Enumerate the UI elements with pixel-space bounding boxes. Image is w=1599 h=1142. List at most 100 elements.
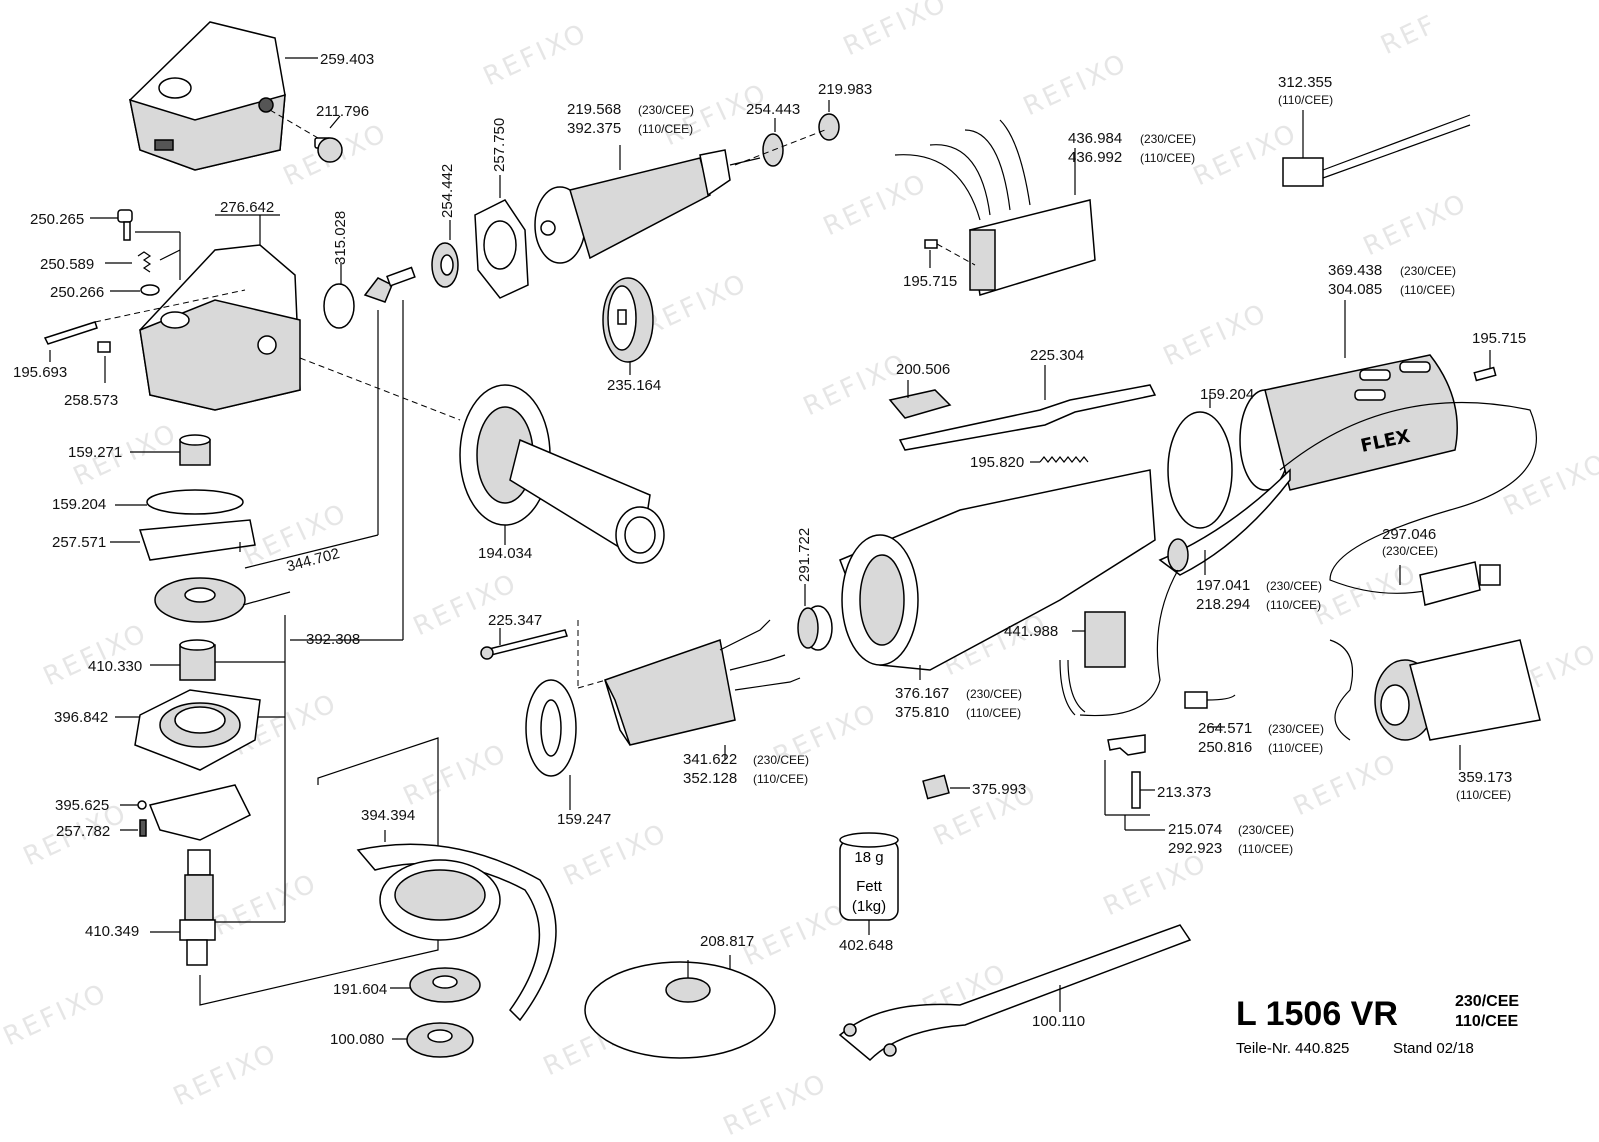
screw-195715-b [1473,350,1497,382]
part-label: 159.247 [557,811,612,828]
screw-195715-a [924,239,976,268]
part-label: 211.796 [316,103,370,120]
part-label: 213.373 [1157,784,1212,801]
part-variant: (230/CEE) [638,103,695,117]
mains-cable-plug [1279,401,1538,606]
bearing-254443 [762,118,784,167]
revision-date: Stand 02/18 [1393,1040,1474,1057]
part-variant: (110/CEE) [753,772,809,786]
part-label: 159.271 [68,444,123,461]
washer-159247 [525,679,577,810]
grease-name-box: Fett (1kg) [837,877,901,917]
part-label: 219.568 [567,101,622,118]
fan-235164 [602,277,654,375]
part-label: 292.923 [1168,840,1223,857]
part-label: 352.128 [683,770,738,787]
part-label: 250.589 [40,256,95,273]
suppressor [1184,691,1236,728]
part-label: 392.308 [306,631,361,648]
grease-label: 18 g [837,848,901,868]
part-label: 257.571 [52,534,107,551]
screw-225347 [480,620,607,689]
part-variant: (230/CEE) [753,753,810,767]
part-label: 341.622 [683,751,738,768]
part-label: 194.034 [478,545,533,562]
lock-button-parts [90,209,246,323]
side-handle [299,357,665,564]
part-label: 197.041 [1196,577,1251,594]
part-variant: (110/CEE) [1238,842,1294,856]
part-label: 257.750 [491,117,508,172]
part-label: 436.984 [1068,130,1123,147]
parts-number: Teile-Nr. 440.825 [1236,1040,1350,1057]
part-label: 369.438 [1328,262,1383,279]
pinion-shaft [244,266,416,641]
gear-housing [139,214,301,411]
switch-441988 [1059,611,1126,716]
part-label: 250.816 [1198,739,1253,756]
part-label: 276.642 [220,199,275,216]
spindle [150,849,216,966]
part-label: 376.167 [895,685,950,702]
part-variant: (110/CEE) [1278,93,1334,107]
part-label: 291.722 [796,527,813,582]
part-label: 100.080 [330,1031,385,1048]
grease-amount: 18 g [854,849,884,866]
bracket-line [199,737,439,1006]
part-variant: (230/CEE) [1140,132,1197,146]
variant-110: 110/CEE [1455,1013,1519,1030]
part-label: 200.506 [896,361,951,378]
part-label: 258.573 [64,392,119,409]
flange-191604 [390,967,481,1003]
part-label: 208.817 [700,933,755,950]
part-label: 195.715 [1472,330,1527,347]
screw-211796 [269,109,343,163]
ring-291722 [797,584,833,651]
part-variant: (230/CEE) [1268,722,1325,736]
part-label: 312.355 [1278,74,1333,91]
part-variant: (230/CEE) [1382,544,1439,558]
part-label: 257.782 [56,823,111,840]
brush-375993 [922,774,970,800]
part-label: 225.304 [1030,347,1085,364]
cable-guard [1079,468,1291,717]
grease-pack: (1kg) [851,898,887,915]
variant-230: 230/CEE [1455,993,1520,1010]
part-variant: (110/CEE) [1400,283,1456,297]
part-label: 304.085 [1328,281,1383,298]
brush-holder-assembly [894,119,1096,296]
part-label: 218.294 [1196,596,1251,613]
gasket-395625 [120,784,252,841]
bearing-254442 [431,220,459,288]
grease-tube [839,832,899,935]
o-ring-315028 [323,283,355,329]
part-label: 195.715 [903,273,958,290]
part-label: 315.028 [332,210,349,265]
grease-name: Fett [856,878,882,895]
part-label: 254.443 [746,101,801,118]
part-label: 235.164 [607,377,662,394]
part-variant: (110/CEE) [1140,151,1196,165]
screw-257782 [120,819,147,837]
motor-housing-cover: FLEX [1239,300,1458,491]
part-variant: (230/CEE) [1238,823,1295,837]
bevel-gear [154,577,291,623]
part-label: 254.442 [439,163,456,218]
armature [534,145,761,264]
spring-195820 [1039,456,1089,463]
part-label: 219.983 [818,81,873,98]
gasket-257571 [110,519,256,561]
switch-slider [888,365,1157,451]
field-stator [604,619,801,760]
part-variant: (230/CEE) [1266,579,1323,593]
model-title: L 1506 VR [1236,995,1398,1033]
cable-clamp [1104,734,1165,831]
backing-pad [584,955,776,1059]
o-ring-159204-b [1167,411,1233,529]
part-label: 359.173 [1458,769,1513,786]
part-label: 375.993 [972,781,1027,798]
gear-cover-cap [129,21,318,171]
part-variant: (230/CEE) [1400,264,1457,278]
connector-cable [1282,110,1471,187]
